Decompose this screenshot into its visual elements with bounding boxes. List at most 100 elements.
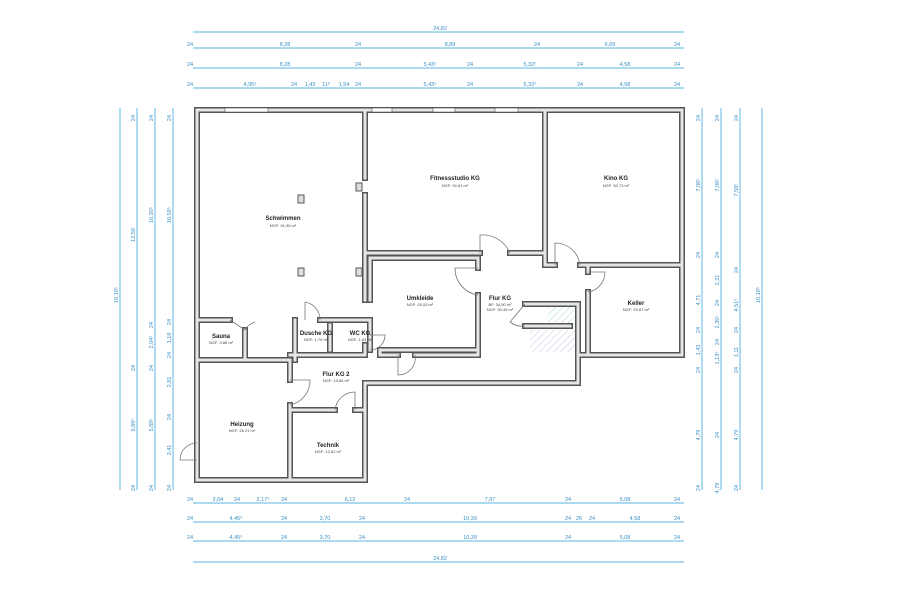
wall-inner	[195, 108, 684, 482]
dimension-bottom-label: 24	[359, 516, 365, 522]
dimension-bottom-label: 6,12	[345, 497, 356, 503]
dimension-right-label: 1,13⁵	[714, 352, 721, 365]
dimension-right-label: 2,21	[715, 275, 721, 286]
dimension-right-label: 24	[715, 300, 721, 306]
door-swing	[454, 267, 479, 296]
dimension-bottom-label: 4,58	[630, 516, 641, 522]
dimension-top-label: 1,54	[339, 82, 350, 88]
pillar	[297, 267, 305, 277]
door-swing	[479, 234, 511, 254]
door-swing	[397, 354, 416, 376]
room-area: NGF: 30,49 m²	[487, 307, 514, 312]
wall-inner	[523, 302, 580, 357]
dimension-bottom-label: 24	[589, 516, 595, 522]
dimension-bottom-label: 24	[281, 535, 287, 541]
window	[494, 107, 519, 113]
dimension-right-label: 24	[696, 327, 702, 333]
dimension-left-label: 1,19	[167, 333, 173, 344]
room-name: Dusche KG	[300, 331, 333, 337]
dimension-bottom-label: 4,45⁵	[230, 534, 243, 541]
dimension-right-label: 24	[715, 252, 721, 258]
dimension-left-label: 3,41	[167, 445, 173, 456]
dimension-right-label: 4,79	[734, 430, 740, 441]
dimension-left-label: 24	[131, 485, 137, 491]
dimension-left-label: 24	[167, 115, 173, 121]
dimension-right-label: 24	[734, 367, 740, 373]
dimension-top-label: 4,95⁵	[244, 81, 257, 88]
room-name: WC KG	[350, 331, 371, 337]
window	[224, 107, 269, 113]
door-swing	[229, 319, 256, 331]
dimension-right-label: 4,71	[696, 295, 702, 306]
dimension-right-label: 24	[696, 485, 702, 491]
dimension-right-label: 24	[734, 115, 740, 121]
wall-inner	[195, 318, 247, 362]
dimension-bottom-label: 10,39	[463, 516, 477, 522]
dimension-bottom-label: 24	[187, 516, 193, 522]
dimension-left-label: 12,59	[131, 228, 137, 242]
window	[432, 107, 456, 113]
room-name: Heizung	[230, 422, 254, 428]
dimension-bottom-label: 24	[359, 535, 365, 541]
dimension-top-label: 24	[577, 62, 583, 68]
dimension-top-label: 24	[355, 42, 361, 48]
dimension-bottom-label: 3,70	[320, 516, 331, 522]
dimension-top-label: 5,43⁵	[424, 61, 437, 68]
dimension-bottom-label: 10,39	[463, 535, 477, 541]
dimension-bottom-label: 24	[281, 497, 287, 503]
room-labels: Schwimmen NGF: 91,95 m² Fitnessstudio KG…	[209, 176, 650, 454]
door-swing	[369, 334, 386, 351]
doors	[179, 234, 606, 461]
dimension-right-label: 7,06⁵	[714, 179, 721, 192]
wall	[194, 107, 685, 483]
dimension-right-label: 24	[696, 367, 702, 373]
dimension-top-label: 24,82	[433, 26, 447, 32]
dimension-bottom-label: 5,08	[620, 497, 631, 503]
dimension-left-label: 2,04⁵	[148, 336, 155, 349]
dimension-bottom-label: 24	[404, 497, 410, 503]
dimension-left-label: 19,19⁵	[113, 287, 120, 303]
dimension-right-label: 1,11	[734, 347, 740, 357]
dimension-left-label: 24	[167, 319, 173, 325]
door-swing	[509, 303, 526, 327]
dimension-top-label: 4,58	[620, 82, 631, 88]
dimension-bottom-label: 24	[281, 516, 287, 522]
dimension-left-label: 2,81	[167, 377, 173, 388]
dimension-bottom-label: 2,04	[213, 497, 224, 503]
dimension-bottom-label: 24	[187, 535, 193, 541]
dimension-left-label: 24	[167, 414, 173, 420]
room-area: NGF: 91,95 m²	[270, 223, 297, 228]
dimension-bottom-label: 24	[565, 516, 571, 522]
dimension-top-label: 24	[534, 42, 540, 48]
dimension-right-label: 7,06⁵	[695, 179, 702, 192]
dimension-left-label: 24	[149, 322, 155, 328]
dimension-right-label: 4,51⁵	[733, 299, 740, 312]
dimension-right-label: 24	[715, 339, 721, 345]
dimension-bottom-label: 24	[674, 497, 680, 503]
room-name: Flur KG 2	[322, 372, 350, 378]
door-swing	[179, 442, 198, 461]
wall-inner	[543, 108, 684, 267]
dimension-bottom-label: 24	[234, 497, 240, 503]
door-swing	[289, 379, 311, 406]
dimension-right-label: 19,19⁵	[755, 287, 762, 303]
dimension-top-label: 24	[467, 82, 473, 88]
room-name: Kino KG	[604, 176, 628, 182]
dimension-bottom-label: 26	[576, 516, 582, 522]
dimension-top-label: 8,89	[445, 42, 456, 48]
dimension-top-label: 24	[674, 82, 680, 88]
dimension-top-label: 5,32⁵	[524, 61, 537, 68]
dimension-bottom-label: 24	[674, 535, 680, 541]
room-name: Technik	[317, 443, 340, 449]
dimension-top-label: 24	[291, 82, 297, 88]
dimension-bottom-label: 24	[187, 497, 193, 503]
dimension-top-label: 24	[577, 82, 583, 88]
dimension-right-label: 24	[734, 327, 740, 333]
door-swing	[304, 301, 321, 321]
door-swing	[334, 391, 356, 411]
room-area: NGF: 50,73 m²	[603, 183, 630, 188]
dimension-top-label: 24	[355, 82, 361, 88]
dimension-left-label: 24	[149, 365, 155, 371]
dimension-top-label: 8,28	[280, 42, 291, 48]
wall-inner	[288, 343, 480, 357]
